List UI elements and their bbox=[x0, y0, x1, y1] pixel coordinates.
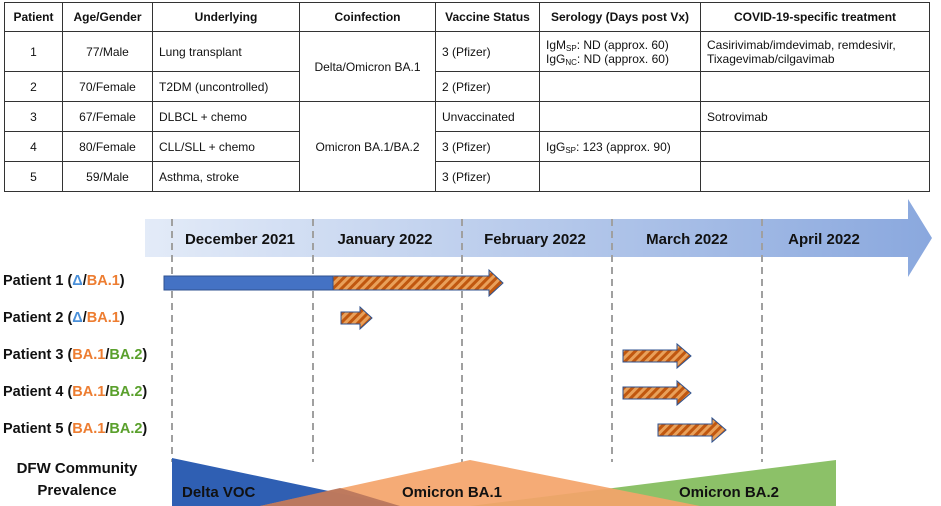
prevalence-ba2-label: Omicron BA.2 bbox=[679, 484, 779, 501]
patient-1-label: Patient 1 (Δ/BA.1) bbox=[3, 273, 125, 289]
serology-igm-sub: SP bbox=[566, 43, 577, 53]
patient-2-label: Patient 2 (Δ/BA.1) bbox=[3, 310, 125, 326]
serology-igg-sub: SP bbox=[565, 145, 577, 155]
month-label: February 2022 bbox=[484, 231, 586, 248]
cell-vaccine: 2 (Pfizer) bbox=[435, 71, 540, 102]
cell-coinfection: Delta/Omicron BA.1 bbox=[299, 31, 436, 102]
table-row: 5 59/Male Asthma, stroke 3 (Pfizer) bbox=[4, 161, 930, 192]
cell-serology: IgMSP: ND (approx. 60) IgGNC: ND (approx… bbox=[539, 31, 701, 72]
variant-2: BA.2 bbox=[109, 347, 143, 363]
table-header-row: Patient Age/Gender Underlying Coinfectio… bbox=[4, 2, 930, 32]
prevalence-overlap bbox=[260, 488, 400, 506]
serology-igg-value: : ND (approx. 60) bbox=[576, 51, 669, 66]
table-row: 3 67/Female DLBCL + chemo Omicron BA.1/B… bbox=[4, 101, 930, 192]
serology-igg-base: IgG bbox=[546, 51, 566, 66]
patient-4-omicron-arrow bbox=[622, 379, 692, 407]
patient-name: Patient 5 bbox=[3, 421, 64, 437]
cell-serology: IgGSP: 123 (approx. 90) bbox=[539, 131, 701, 162]
table-row: 2 70/Female T2DM (uncontrolled) 2 (Pfize… bbox=[4, 71, 930, 102]
table-row: 1 77/Male Lung transplant Delta/Omicron … bbox=[4, 31, 930, 102]
cell-underlying: Lung transplant bbox=[152, 31, 300, 72]
cell-underlying: T2DM (uncontrolled) bbox=[152, 71, 300, 102]
patient-name: Patient 3 bbox=[3, 347, 64, 363]
cell-vaccine: Unvaccinated bbox=[435, 101, 540, 132]
variant-1: BA.1 bbox=[72, 384, 106, 400]
month-arrow bbox=[145, 199, 932, 277]
month-label: January 2022 bbox=[337, 231, 432, 248]
serology-igg-base: IgG bbox=[546, 139, 566, 154]
patient-1-omicron-arrow bbox=[332, 268, 504, 298]
cell-age-gender: 59/Male bbox=[62, 161, 153, 192]
variant-1: BA.1 bbox=[72, 421, 106, 437]
patient-4-label: Patient 4 (BA.1/BA.2) bbox=[3, 384, 148, 400]
serology-igm-value: : ND (approx. 60) bbox=[576, 37, 669, 52]
cell-patient: 3 bbox=[4, 101, 63, 132]
month-separators bbox=[171, 219, 763, 462]
cell-serology bbox=[539, 101, 701, 132]
prevalence-title-text: DFW Community Prevalence bbox=[16, 460, 138, 499]
cell-treatment bbox=[700, 131, 930, 162]
cell-treatment: Sotrovimab bbox=[700, 101, 930, 132]
prevalence-ba1-label: Omicron BA.1 bbox=[402, 484, 502, 501]
header-patient: Patient bbox=[4, 2, 63, 32]
month-label: March 2022 bbox=[646, 231, 728, 248]
cell-patient: 1 bbox=[4, 31, 63, 72]
cell-vaccine: 3 (Pfizer) bbox=[435, 161, 540, 192]
patient-3-omicron-arrow bbox=[622, 342, 692, 370]
cell-underlying: Asthma, stroke bbox=[152, 161, 300, 192]
header-treatment: COVID-19-specific treatment bbox=[700, 2, 930, 32]
variant-2: BA.1 bbox=[86, 310, 120, 326]
month-label: December 2021 bbox=[185, 231, 295, 248]
cell-treatment bbox=[700, 161, 930, 192]
patient-name: Patient 2 bbox=[3, 310, 64, 326]
header-age-gender: Age/Gender bbox=[62, 2, 153, 32]
serology-igg-value: : 123 (approx. 90) bbox=[576, 139, 671, 154]
patient-2-omicron-arrow bbox=[340, 305, 373, 331]
serology-igm-base: IgM bbox=[546, 37, 567, 52]
patient-5-label: Patient 5 (BA.1/BA.2) bbox=[3, 421, 148, 437]
month-label: April 2022 bbox=[788, 231, 860, 248]
header-coinfection: Coinfection bbox=[299, 2, 436, 32]
variant-1: Δ bbox=[72, 273, 83, 289]
cell-serology bbox=[539, 161, 701, 192]
cell-vaccine: 3 (Pfizer) bbox=[435, 31, 540, 72]
patient-5-omicron-arrow bbox=[657, 416, 727, 444]
prevalence-ba1-area bbox=[260, 460, 700, 506]
patient-name: Patient 1 bbox=[3, 273, 64, 289]
cell-treatment bbox=[700, 71, 930, 102]
variant-2: BA.2 bbox=[109, 421, 143, 437]
patient-3-label: Patient 3 (BA.1/BA.2) bbox=[3, 347, 148, 363]
serology-igg-sub: NC bbox=[565, 57, 577, 67]
variant-2: BA.2 bbox=[109, 384, 143, 400]
cell-age-gender: 80/Female bbox=[62, 131, 153, 162]
patient-name: Patient 4 bbox=[3, 384, 64, 400]
variant-1: Δ bbox=[72, 310, 83, 326]
patient-table: Patient Age/Gender Underlying Coinfectio… bbox=[4, 2, 930, 192]
variant-1: BA.1 bbox=[72, 347, 106, 363]
prevalence-delta-label: Delta VOC bbox=[182, 484, 256, 501]
variant-2: BA.1 bbox=[86, 273, 120, 289]
patient-1-delta-bar bbox=[163, 275, 334, 291]
cell-treatment: Casirivimab/imdevimab, remdesivir, Tixag… bbox=[700, 31, 930, 72]
cell-underlying: CLL/SLL + chemo bbox=[152, 131, 300, 162]
prevalence-title: DFW Community Prevalence bbox=[2, 458, 152, 502]
